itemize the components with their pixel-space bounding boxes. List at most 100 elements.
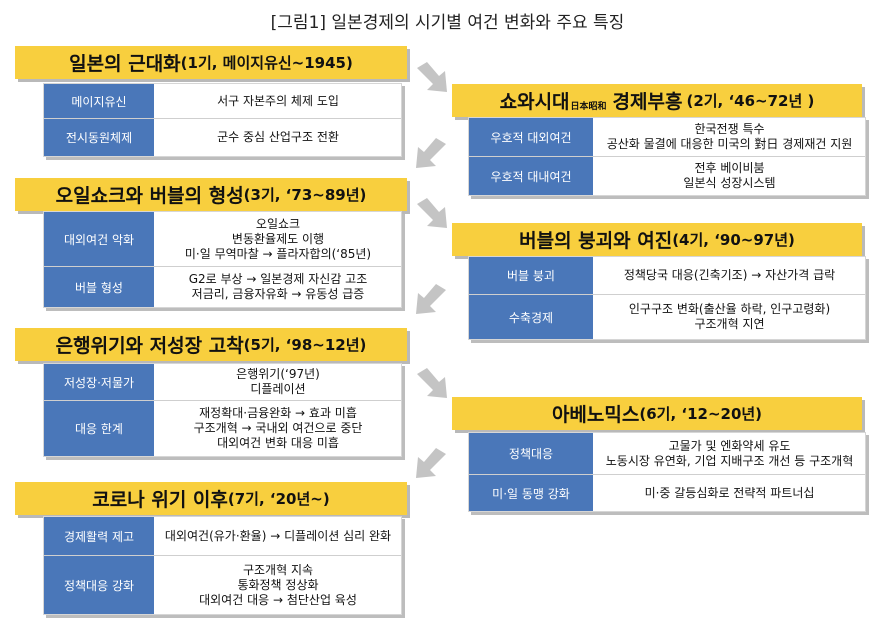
- stage-2-period: (2기, ‘46~72년 ): [686, 92, 815, 110]
- stage-1-header: 일본의 근대화 (1기, 메이지유신~1945): [15, 46, 407, 79]
- row-line: 구조개혁 지속: [242, 562, 314, 577]
- row-line: 은행위기(‘97년): [236, 367, 320, 381]
- row-line: G2로 부상 → 일본경제 자신감 고조: [188, 272, 368, 286]
- flow-arrow-down-left-icon: [416, 284, 446, 314]
- stage-3-period: (3기, ‘73~89년): [243, 186, 367, 204]
- stage-7: 코로나 위기 이후 (7기, ‘20년~) 경제활력 제고 대외여건(유가·환율…: [15, 482, 410, 619]
- row-label: 정책대응: [469, 433, 594, 474]
- row-line: 공산화 물결에 대응한 미국의 對日 경제재건 지원: [606, 137, 853, 151]
- stage-5-name: 은행위기와 저성장 고착: [55, 335, 244, 357]
- row-content: 서구 자본주의 체제 도입: [155, 84, 401, 118]
- row-label: 수축경제: [469, 295, 594, 339]
- table-row: 메이지유신 서구 자본주의 체제 도입: [44, 84, 401, 118]
- stage-6: 아베노믹스 (6기, ‘12~20년) 정책대응 고물가 및 엔화약세 유도 노…: [452, 397, 872, 517]
- stage-6-header: 아베노믹스 (6기, ‘12~20년): [452, 397, 862, 430]
- table-row: 대응 한계 재정확대·금융완화 → 효과 미흡 구조개혁 → 국내외 여건으로 …: [44, 400, 401, 456]
- row-content: G2로 부상 → 일본경제 자신감 고조 저금리, 금융자유화 → 유동성 급증: [155, 267, 401, 307]
- row-line: 오일쇼크: [255, 216, 301, 231]
- stage-3-name: 오일쇼크와 버블의 형성: [55, 185, 244, 207]
- stage-5-table: 저성장·저물가 은행위기(‘97년) 디플레이션 대응 한계 재정확대·금융완화…: [43, 363, 402, 457]
- row-label: 경제활력 제고: [44, 517, 155, 555]
- stage-4: 버블의 붕괴와 여진 (4기, ‘90~97년) 버블 붕괴 정책당국 대응(긴…: [452, 223, 872, 343]
- row-line: 통화정책 정상화: [237, 577, 319, 592]
- stage-7-period: (7기, ‘20년~): [227, 490, 330, 508]
- row-line: 미·중 갈등심화로 전략적 파트너십: [644, 485, 815, 500]
- row-label: 우호적 대내여건: [469, 157, 594, 195]
- row-line: 군수 중심 산업구조 전환: [217, 130, 339, 144]
- flow-arrow-down-right-icon: [417, 62, 447, 92]
- row-content: 은행위기(‘97년) 디플레이션: [155, 364, 401, 400]
- row-content: 대외여건(유가·환율) → 디플레이션 심리 완화: [155, 517, 401, 555]
- row-line: 인구구조 변화(출산율 하락, 인구고령화): [628, 302, 831, 316]
- row-line: 일본식 성장시스템: [683, 176, 776, 190]
- flow-arrow-down-right-icon: [417, 368, 447, 398]
- row-label: 메이지유신: [44, 84, 155, 118]
- row-line: 재정확대·금융완화 → 효과 미흡: [199, 406, 357, 420]
- row-line: 미·일 무역마찰 → 플라자합의(‘85년): [184, 246, 372, 261]
- row-content: 고물가 및 엔화약세 유도 노동시장 유연화, 기업 지배구조 개선 등 구조개…: [594, 433, 865, 474]
- row-content: 오일쇼크 변동환율제도 이행 미·일 무역마찰 → 플라자합의(‘85년): [155, 212, 401, 266]
- flow-arrow-down-right-icon: [417, 198, 447, 228]
- stage-4-header: 버블의 붕괴와 여진 (4기, ‘90~97년): [452, 223, 862, 256]
- row-line: 대외여건 대응 → 첨단산업 육성: [199, 592, 357, 607]
- row-line: 대외여건 변화 대응 미흡: [217, 436, 339, 450]
- table-row: 정책대응 고물가 및 엔화약세 유도 노동시장 유연화, 기업 지배구조 개선 …: [469, 433, 865, 474]
- table-row: 수축경제 인구구조 변화(출산율 하락, 인구고령화) 구조개혁 지연: [469, 294, 865, 339]
- stage-2-name: 쇼와시대: [499, 91, 570, 113]
- row-content: 구조개혁 지속 통화정책 정상화 대외여건 대응 → 첨단산업 육성: [155, 556, 401, 614]
- flow-arrow-down-left-icon: [416, 448, 446, 478]
- row-label: 대응 한계: [44, 401, 155, 456]
- row-line: 서구 자본주의 체제 도입: [217, 93, 339, 108]
- row-label: 정책대응 강화: [44, 556, 155, 614]
- row-line: 고물가 및 엔화약세 유도: [668, 438, 791, 453]
- stage-2-header: 쇼와시대 日本昭和 경제부흥 (2기, ‘46~72년 ): [452, 84, 862, 117]
- stage-4-name: 버블의 붕괴와 여진: [519, 230, 673, 252]
- table-row: 미·일 동맹 강화 미·중 갈등심화로 전략적 파트너십: [469, 474, 865, 511]
- stage-2-sub: 日本昭和: [570, 102, 607, 112]
- table-row: 대외여건 악화 오일쇼크 변동환율제도 이행 미·일 무역마찰 → 플라자합의(…: [44, 212, 401, 266]
- stage-6-name: 아베노믹스: [551, 404, 640, 426]
- figure-title: [그림1] 일본경제의 시기별 여건 변화와 주요 특징: [270, 13, 625, 33]
- stage-7-header: 코로나 위기 이후 (7기, ‘20년~): [15, 482, 407, 515]
- row-line: 변동환율제도 이행: [231, 231, 325, 246]
- row-label: 우호적 대외여건: [469, 118, 594, 156]
- table-row: 전시동원체제 군수 중심 산업구조 전환: [44, 118, 401, 156]
- table-row: 저성장·저물가 은행위기(‘97년) 디플레이션: [44, 364, 401, 400]
- stage-5: 은행위기와 저성장 고착 (5기, ‘98~12년) 저성장·저물가 은행위기(…: [15, 328, 410, 464]
- table-row: 우호적 대내여건 전후 베이비붐 일본식 성장시스템: [469, 156, 865, 195]
- stage-2-name-2: 경제부흥: [612, 91, 683, 113]
- table-row: 경제활력 제고 대외여건(유가·환율) → 디플레이션 심리 완화: [44, 517, 401, 555]
- table-row: 버블 형성 G2로 부상 → 일본경제 자신감 고조 저금리, 금융자유화 → …: [44, 266, 401, 307]
- stage-3: 오일쇼크와 버블의 형성 (3기, ‘73~89년) 대외여건 악화 오일쇼크 …: [15, 178, 410, 313]
- row-label: 버블 형성: [44, 267, 155, 307]
- stage-2-table: 우호적 대외여건 한국전쟁 특수 공산화 물결에 대응한 미국의 對日 경제재건…: [468, 117, 866, 196]
- row-content: 군수 중심 산업구조 전환: [155, 119, 401, 156]
- row-line: 구조개혁 지연: [694, 317, 765, 331]
- stage-5-period: (5기, ‘98~12년): [243, 336, 367, 354]
- stage-6-table: 정책대응 고물가 및 엔화약세 유도 노동시장 유연화, 기업 지배구조 개선 …: [468, 432, 866, 512]
- stage-7-table: 경제활력 제고 대외여건(유가·환율) → 디플레이션 심리 완화 정책대응 강…: [43, 516, 402, 615]
- stage-1-name: 일본의 근대화: [69, 53, 181, 75]
- row-line: 정책당국 대응(긴축기조) → 자산가격 급락: [623, 268, 836, 282]
- stage-4-table: 버블 붕괴 정책당국 대응(긴축기조) → 자산가격 급락 수축경제 인구구조 …: [468, 256, 866, 340]
- table-row: 정책대응 강화 구조개혁 지속 통화정책 정상화 대외여건 대응 → 첨단산업 …: [44, 555, 401, 614]
- row-line: 노동시장 유연화, 기업 지배구조 개선 등 구조개혁: [605, 453, 854, 468]
- row-line: 한국전쟁 특수: [694, 122, 765, 136]
- table-row: 우호적 대외여건 한국전쟁 특수 공산화 물결에 대응한 미국의 對日 경제재건…: [469, 118, 865, 156]
- stage-6-period: (6기, ‘12~20년): [639, 405, 763, 423]
- row-content: 미·중 갈등심화로 전략적 파트너십: [594, 475, 865, 511]
- flow-arrow-down-left-icon: [416, 138, 446, 168]
- row-line: 구조개혁 → 국내외 여건으로 중단: [193, 421, 363, 435]
- row-line: 전후 베이비붐: [694, 161, 765, 175]
- stage-1: 일본의 근대화 (1기, 메이지유신~1945) 메이지유신 서구 자본주의 체…: [15, 46, 410, 166]
- row-line: 디플레이션: [250, 382, 306, 396]
- row-content: 재정확대·금융완화 → 효과 미흡 구조개혁 → 국내외 여건으로 중단 대외여…: [155, 401, 401, 456]
- stage-3-table: 대외여건 악화 오일쇼크 변동환율제도 이행 미·일 무역마찰 → 플라자합의(…: [43, 211, 402, 308]
- table-row: 버블 붕괴 정책당국 대응(긴축기조) → 자산가격 급락: [469, 257, 865, 294]
- stage-2: 쇼와시대 日本昭和 경제부흥 (2기, ‘46~72년 ) 우호적 대외여건 한…: [452, 84, 872, 199]
- row-label: 미·일 동맹 강화: [469, 475, 594, 511]
- row-content: 전후 베이비붐 일본식 성장시스템: [594, 157, 865, 195]
- row-label: 전시동원체제: [44, 119, 155, 156]
- row-content: 한국전쟁 특수 공산화 물결에 대응한 미국의 對日 경제재건 지원: [594, 118, 865, 156]
- stage-1-period: (1기, 메이지유신~1945): [180, 54, 353, 72]
